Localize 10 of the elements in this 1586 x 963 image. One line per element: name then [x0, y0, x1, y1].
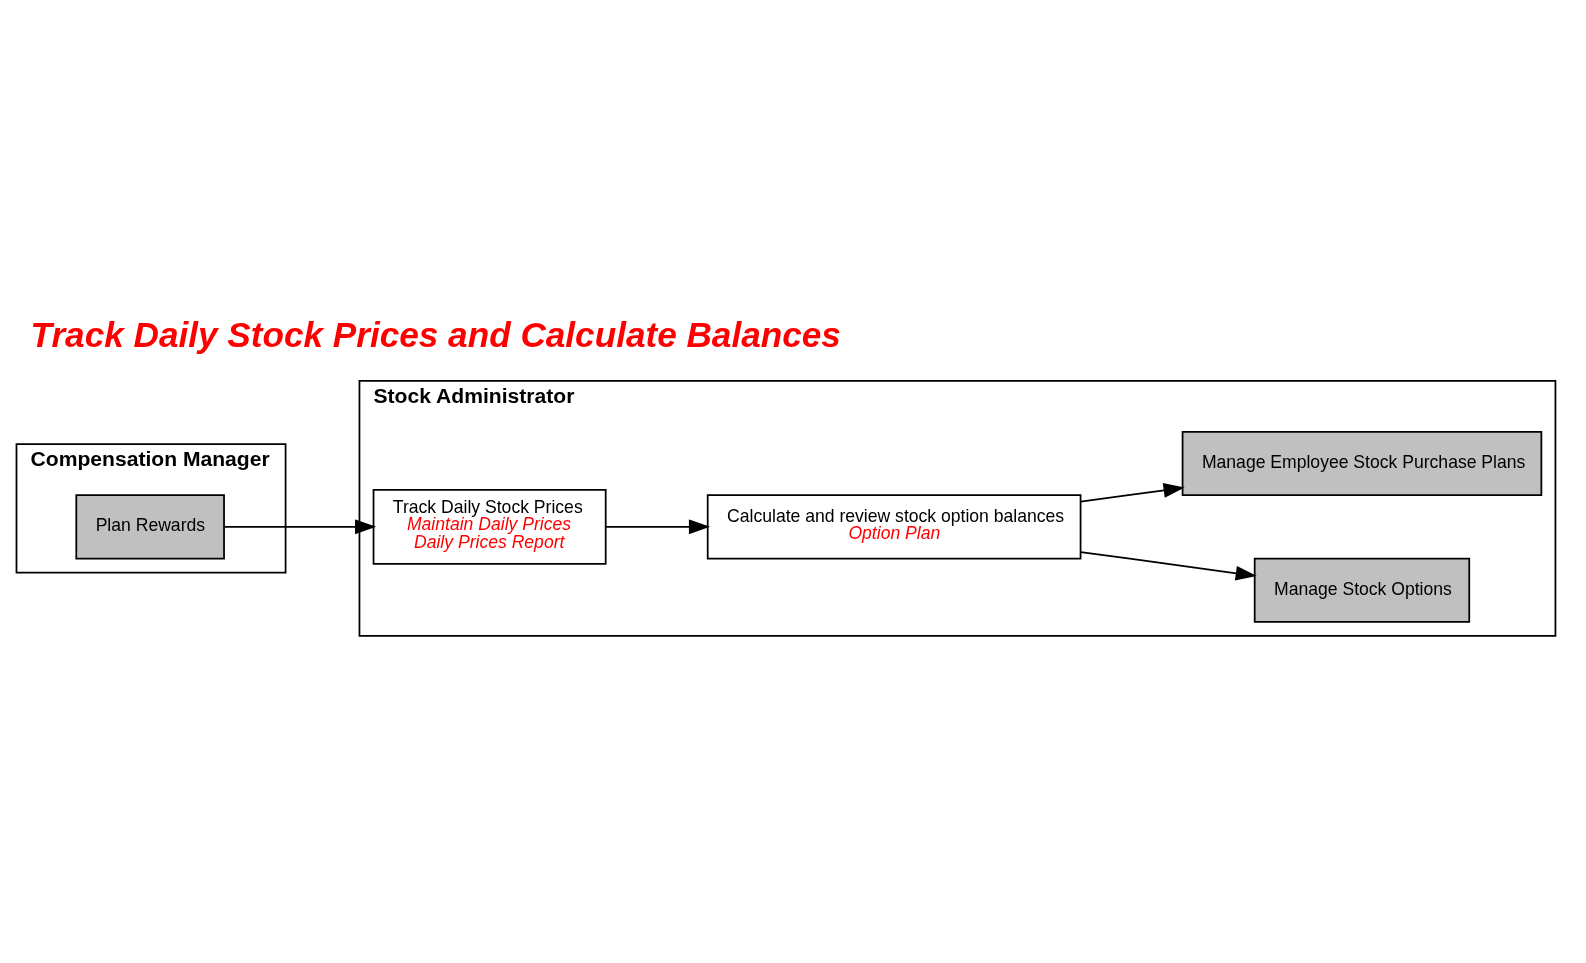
diagram-title: Track Daily Stock Prices and Calculate Balances: [30, 314, 841, 354]
node-box: Calculate and review stock option balances Option Plan: [706, 493, 1082, 559]
arrow: [1079, 482, 1185, 503]
arrow: [223, 518, 377, 534]
node-box: Manage Employee Stock Purchase Plans: [1181, 430, 1543, 496]
arrow: [604, 518, 711, 534]
node-box: Manage Stock Options: [1253, 557, 1471, 623]
node-box: Plan Rewards: [75, 493, 225, 559]
node-box: Track Daily Stock Prices Maintain Daily Prices Daily Prices Report: [372, 488, 607, 565]
arrow: [1079, 550, 1257, 581]
